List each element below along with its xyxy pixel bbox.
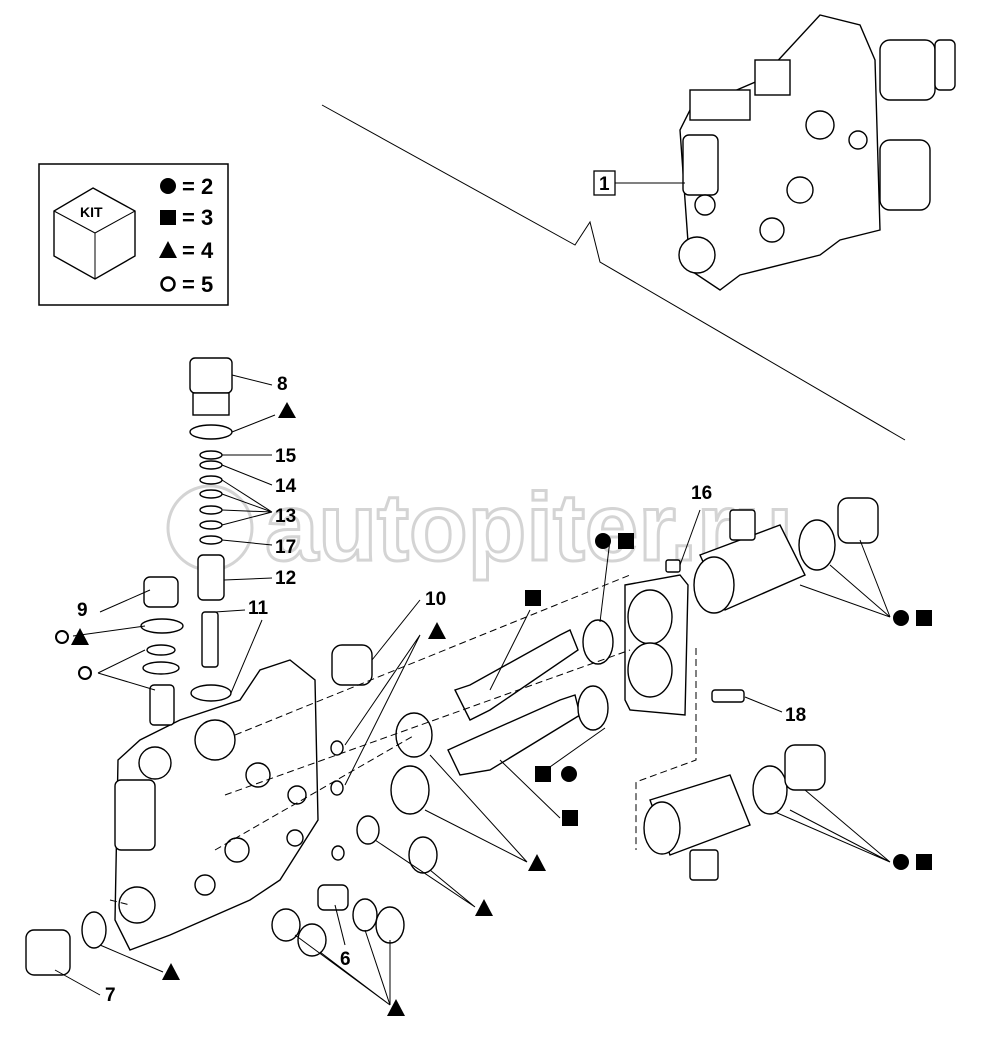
triangle-icon	[387, 999, 405, 1016]
plug-10	[331, 644, 373, 686]
circle-icon	[893, 854, 909, 870]
plug-9	[143, 576, 179, 608]
solenoid-upper	[693, 497, 879, 614]
open-circle-icon	[55, 630, 69, 644]
solenoid-lower	[643, 744, 826, 881]
open-circle-icon	[78, 666, 92, 680]
leader-lines	[54, 374, 891, 1006]
kit-symbols	[55, 402, 932, 1016]
square-icon	[618, 533, 634, 549]
filled-square-icon	[160, 210, 176, 225]
section-line	[321, 104, 906, 441]
square-icon	[916, 610, 932, 626]
kit-box-icon: KIT	[53, 187, 136, 280]
svg-text:17: 17	[275, 537, 296, 558]
svg-text:6: 6	[340, 949, 351, 970]
triangle-icon	[278, 402, 296, 418]
kit-legend: KIT = 2 = 3 = 4 = 5	[38, 163, 229, 306]
triangle-icon	[475, 899, 493, 916]
square-icon	[562, 810, 578, 826]
valve-body	[114, 659, 319, 951]
svg-text:KIT: KIT	[80, 204, 103, 220]
svg-text:= 3: = 3	[182, 205, 213, 230]
svg-text:8: 8	[277, 374, 288, 395]
circle-icon	[893, 610, 909, 626]
svg-text:15: 15	[275, 446, 297, 467]
valve-assembly	[678, 14, 956, 291]
circle-icon	[561, 766, 577, 782]
o-ring-11	[190, 684, 232, 702]
svg-text:= 5: = 5	[182, 272, 213, 297]
plug-7	[25, 929, 71, 976]
open-circle-icon	[160, 276, 176, 292]
o-ring	[189, 424, 233, 440]
square-icon	[535, 766, 551, 782]
plug-6	[317, 884, 349, 911]
plug-8	[189, 357, 233, 416]
triangle-icon	[528, 854, 546, 871]
screw-18	[711, 689, 745, 703]
svg-text:1: 1	[599, 174, 610, 195]
triangle-icon	[162, 963, 180, 980]
valve-screw	[149, 684, 175, 726]
svg-text:11: 11	[248, 598, 269, 619]
svg-text:9: 9	[77, 600, 88, 621]
svg-text:14: 14	[275, 476, 297, 497]
filled-triangle-icon	[159, 241, 177, 258]
spool-upper	[454, 629, 579, 721]
svg-text:12: 12	[275, 568, 296, 589]
svg-text:= 2: = 2	[182, 174, 213, 199]
square-icon	[525, 590, 541, 606]
svg-text:7: 7	[105, 985, 116, 1006]
screw-16	[665, 559, 681, 573]
filled-circle-icon	[160, 178, 176, 194]
spring	[197, 554, 225, 601]
svg-text:= 4: = 4	[182, 238, 214, 263]
triangle-icon	[71, 628, 89, 645]
svg-text:18: 18	[785, 705, 806, 726]
triangle-icon	[428, 622, 446, 639]
svg-text:13: 13	[275, 506, 296, 527]
square-icon	[916, 854, 932, 870]
svg-text:16: 16	[691, 483, 712, 504]
rings-stack	[199, 450, 223, 545]
poppet	[201, 611, 219, 668]
circle-icon	[595, 533, 611, 549]
svg-text:10: 10	[425, 589, 446, 610]
